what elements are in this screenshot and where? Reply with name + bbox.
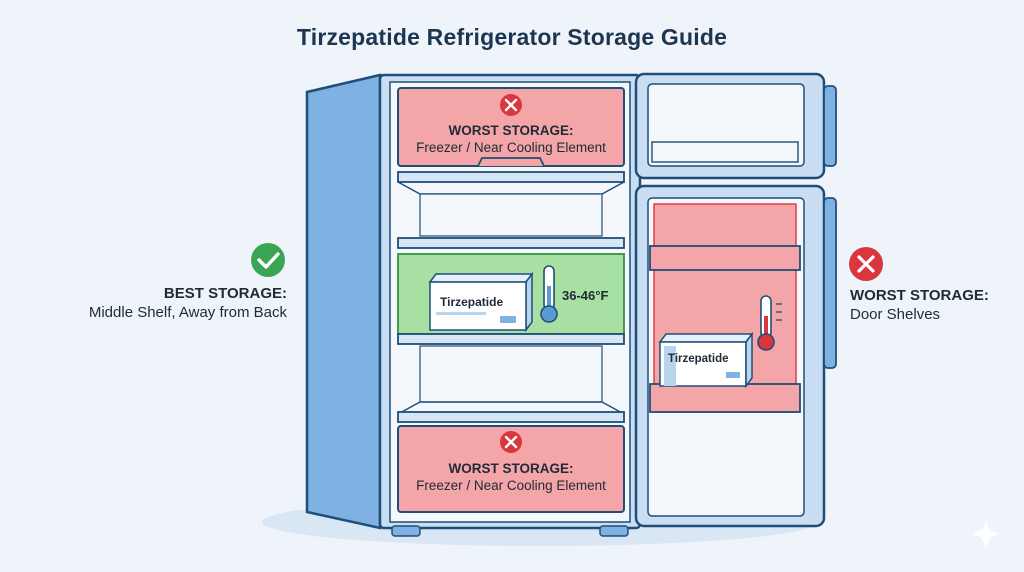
best-storage-callout: BEST STORAGE: Middle Shelf, Away from Ba… bbox=[27, 284, 287, 322]
x-icon bbox=[500, 431, 522, 453]
middle-box-label: Tirzepatide bbox=[440, 295, 504, 309]
bottom-zone-text: Freezer / Near Cooling Element bbox=[416, 478, 606, 493]
shelf-4 bbox=[397, 411, 625, 423]
sparkle-icon bbox=[972, 520, 1000, 548]
top-zone-text: Freezer / Near Cooling Element bbox=[416, 140, 606, 155]
fridge-side-wall bbox=[305, 73, 382, 530]
x-icon bbox=[500, 94, 522, 116]
worst-zone-bottom bbox=[397, 425, 625, 513]
top-zone-heading: WORST STORAGE: bbox=[448, 123, 574, 138]
best-storage-heading: BEST STORAGE: bbox=[163, 285, 287, 302]
door-storage-heading: WORST STORAGE: bbox=[850, 287, 989, 304]
door-shelf-upper bbox=[649, 245, 801, 271]
bottom-zone-heading: WORST STORAGE: bbox=[448, 461, 574, 476]
check-icon bbox=[251, 243, 285, 277]
top-zone-label: WORST STORAGE: Freezer / Near Cooling El… bbox=[400, 122, 622, 156]
shelf-3 bbox=[397, 333, 625, 345]
page-title: Tirzepatide Refrigerator Storage Guide bbox=[296, 24, 728, 50]
freezer-handle bbox=[477, 157, 545, 167]
x-icon bbox=[849, 247, 883, 281]
shelf-1 bbox=[397, 171, 625, 183]
door-box-label: Tirzepatide bbox=[668, 353, 729, 365]
shelf-2 bbox=[397, 237, 625, 249]
best-storage-text: Middle Shelf, Away from Back bbox=[88, 304, 287, 321]
fridge-foot-right bbox=[599, 525, 629, 537]
door-storage-text: Door Shelves bbox=[850, 306, 941, 323]
door-storage-callout: WORST STORAGE: Door Shelves bbox=[850, 286, 1020, 324]
bottom-zone-label: WORST STORAGE: Freezer / Near Cooling El… bbox=[400, 460, 622, 494]
fridge-foot-left bbox=[391, 525, 421, 537]
thermometer-icon bbox=[757, 295, 782, 351]
tirzepatide-box-door bbox=[658, 331, 754, 389]
temperature-label: 36-46°F bbox=[562, 288, 609, 303]
thermometer-icon bbox=[540, 265, 558, 323]
tirzepatide-box-middle bbox=[428, 271, 534, 333]
door-shelf-lower bbox=[649, 383, 801, 413]
